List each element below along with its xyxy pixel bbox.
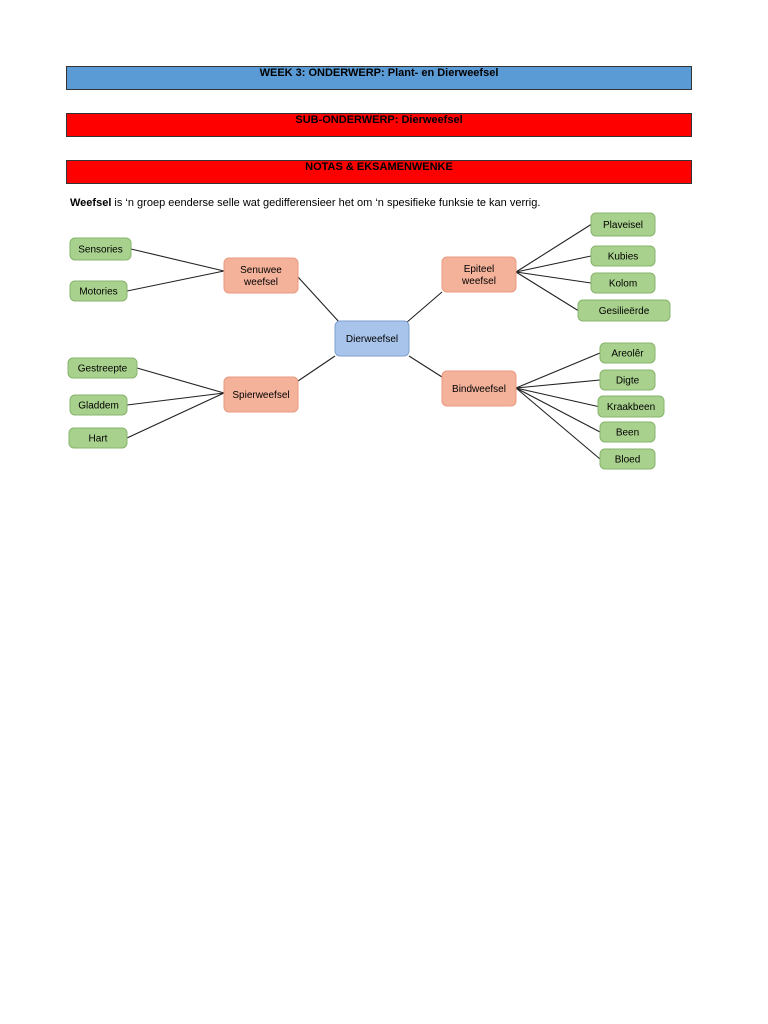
leaf-node-bind-1-box (599, 369, 656, 391)
leaf-node-spier-2: Hart (68, 427, 128, 449)
category-node-senuwee-label: Senuwee (240, 265, 282, 276)
category-node-spier: Spierweefsel (223, 376, 299, 413)
leaf-node-senuwee-1-label: Motories (79, 287, 117, 298)
leaf-node-bind-2-box (597, 395, 665, 418)
connector-spier-1 (126, 392, 225, 406)
notes-banner: NOTAS & EKSAMENWENKE (66, 160, 692, 184)
week-topic-title: WEEK 3: ONDERWERP: Plant- en Dierweefsel (259, 67, 499, 79)
connector-spier-2 (126, 392, 225, 439)
category-node-bind-box (441, 370, 517, 407)
leaf-node-senuwee-1-box (69, 280, 128, 302)
leaf-node-epiteel-2-label: Kolom (609, 279, 637, 290)
leaf-node-senuwee-0-box (69, 237, 132, 261)
connector-senuwee-1 (126, 270, 225, 292)
connector-epiteel-0 (515, 224, 592, 273)
intro-definition: is ‘n groep eenderse selle wat gediffere… (111, 197, 541, 209)
connector-senuwee-0 (130, 248, 225, 272)
connector-bind-3 (515, 387, 601, 433)
leaf-node-spier-1-box (69, 394, 128, 416)
connector-epiteel-2 (515, 271, 592, 284)
leaf-node-spier-0-label: Gestreepte (78, 364, 128, 375)
leaf-node-spier-0: Gestreepte (67, 357, 138, 379)
category-node-bind-label: Bindweefsel (452, 384, 506, 395)
notes-title: NOTAS & EKSAMENWENKE (305, 161, 453, 173)
connector-spier-0 (136, 367, 225, 394)
connector-bind-0 (515, 352, 601, 389)
connector-bind-2 (515, 387, 599, 408)
leaf-node-bind-0-label: Areolêr (611, 349, 644, 360)
category-node-spier-box (223, 376, 299, 413)
leaf-node-bind-1-label: Digte (616, 376, 640, 387)
leaf-node-epiteel-0-box (590, 212, 656, 237)
connector-center-epiteel (405, 291, 443, 324)
connector-epiteel-3 (515, 271, 579, 311)
leaf-node-spier-1: Gladdem (69, 394, 128, 416)
leaf-node-epiteel-3: Gesilieërde (577, 299, 671, 322)
category-node-bind: Bindweefsel (441, 370, 517, 407)
leaf-node-senuwee-1: Motories (69, 280, 128, 302)
subtopic-banner: SUB-ONDERWERP: Dierweefsel (66, 113, 692, 137)
category-node-spier-label: Spierweefsel (232, 390, 289, 401)
center-node-label: Dierweefsel (346, 334, 398, 345)
week-topic-banner: WEEK 3: ONDERWERP: Plant- en Dierweefsel (66, 66, 692, 90)
intro-term: Weefsel (70, 197, 112, 209)
leaf-node-epiteel-0: Plaveisel (590, 212, 656, 237)
leaf-node-epiteel-1: Kubies (590, 245, 656, 267)
connector-center-spier (297, 355, 336, 382)
category-node-senuwee-box (223, 257, 299, 294)
leaf-node-bind-0: Areolêr (599, 342, 656, 364)
center-node-box (334, 320, 410, 357)
leaf-node-bind-4-box (599, 448, 656, 470)
category-node-epiteel-label: Epiteel (464, 264, 495, 275)
leaf-node-bind-1: Digte (599, 369, 656, 391)
leaf-node-bind-4-label: Bloed (615, 455, 641, 466)
connector-bind-1 (515, 379, 601, 389)
leaf-node-epiteel-1-label: Kubies (608, 252, 639, 263)
leaf-node-senuwee-0-label: Sensories (78, 245, 122, 256)
leaf-node-epiteel-3-box (577, 299, 671, 322)
connector-center-senuwee (297, 276, 341, 324)
leaf-node-epiteel-2-box (590, 272, 656, 294)
leaf-node-spier-2-label: Hart (89, 434, 108, 445)
leaf-node-spier-2-box (68, 427, 128, 449)
category-node-epiteel-label: weefsel (461, 276, 496, 287)
leaf-node-bind-4: Bloed (599, 448, 656, 470)
connector-bind-4 (515, 387, 601, 460)
leaf-node-epiteel-0-label: Plaveisel (603, 220, 643, 231)
subtopic-title: SUB-ONDERWERP: Dierweefsel (295, 114, 463, 126)
intro-paragraph: Weefsel is ‘n groep eenderse selle wat g… (70, 197, 540, 209)
category-node-epiteel-box (441, 256, 517, 293)
leaf-node-bind-3: Been (599, 421, 656, 443)
leaf-node-epiteel-1-box (590, 245, 656, 267)
leaf-node-spier-1-label: Gladdem (78, 401, 119, 412)
center-node: Dierweefsel (334, 320, 410, 357)
category-node-senuwee-label: weefsel (243, 277, 278, 288)
connector-center-bind (408, 355, 443, 378)
leaf-node-senuwee-0: Sensories (69, 237, 132, 261)
leaf-node-spier-0-box (67, 357, 138, 379)
leaf-node-bind-3-label: Been (616, 428, 639, 439)
leaf-node-bind-2: Kraakbeen (597, 395, 665, 418)
leaf-node-bind-2-label: Kraakbeen (607, 402, 655, 413)
leaf-node-epiteel-2: Kolom (590, 272, 656, 294)
connector-epiteel-1 (515, 255, 592, 273)
leaf-node-bind-0-box (599, 342, 656, 364)
leaf-node-epiteel-3-label: Gesilieërde (599, 306, 650, 317)
leaf-node-bind-3-box (599, 421, 656, 443)
